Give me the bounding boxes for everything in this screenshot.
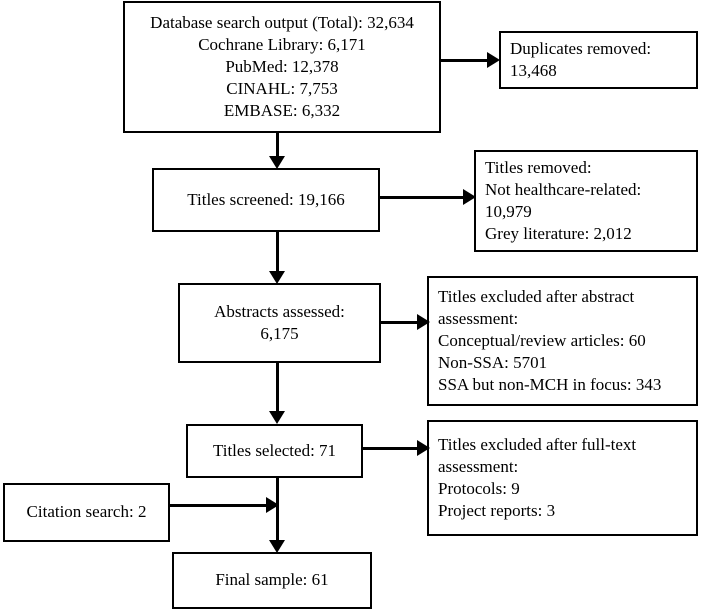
titles-screened-line-1: Titles screened: 19,166 xyxy=(187,189,345,209)
connector-search-to-duplicates xyxy=(441,59,491,62)
connector-citation-to-final xyxy=(170,504,278,507)
connector-abstracts-to-selected xyxy=(276,363,279,413)
node-titles-screened: Titles screened: 19,166 xyxy=(152,168,380,232)
node-database-search-output: Database search output (Total): 32,634 C… xyxy=(123,1,441,133)
arrowhead-abstracts-to-excluded xyxy=(417,314,430,330)
node-abstracts-assessed: Abstracts assessed: 6,175 xyxy=(178,283,381,363)
arrowhead-search-to-screened xyxy=(269,156,285,169)
node-titles-excluded-fulltext: Titles excluded after full-text assessme… xyxy=(427,420,698,536)
database-search-line-5: EMBASE: 6,332 xyxy=(223,101,341,121)
node-titles-removed: Titles removed: Not healthcare-related: … xyxy=(474,150,698,252)
arrowhead-search-to-duplicates xyxy=(487,52,500,68)
connector-screened-to-removed xyxy=(380,196,467,199)
duplicates-removed-line-2: 13,468 xyxy=(510,61,557,80)
abstracts-assessed-line-1: Abstracts assessed: xyxy=(214,301,345,321)
database-search-line-4: CINAHL: 7,753 xyxy=(226,79,338,99)
database-search-line-2: Cochrane Library: 6,171 xyxy=(198,34,366,54)
node-duplicates-removed: Duplicates removed: 13,468 xyxy=(499,31,698,89)
excluded-abstract-line-4: SSA but non-MCH in focus: 343 xyxy=(438,375,662,395)
excluded-fulltext-line-3: Project reports: 3 xyxy=(438,501,556,521)
abstracts-assessed-line-2: 6,175 xyxy=(260,324,299,343)
final-sample-line-1: Final sample: 61 xyxy=(215,570,329,590)
titles-selected-line-1: Titles selected: 71 xyxy=(212,440,337,460)
arrowhead-selected-to-excluded xyxy=(417,440,430,456)
excluded-fulltext-line-1: Titles excluded after full-text assessme… xyxy=(438,434,641,476)
node-titles-selected: Titles selected: 71 xyxy=(186,424,363,478)
excluded-fulltext-line-2: Protocols: 9 xyxy=(438,479,520,498)
connector-selected-to-excluded xyxy=(363,447,421,450)
excluded-abstract-line-1: Titles excluded after abstract assessmen… xyxy=(438,286,639,328)
connector-search-to-screened xyxy=(276,133,279,160)
titles-removed-line-1: Titles removed: xyxy=(485,157,592,177)
node-citation-search: Citation search: 2 xyxy=(3,483,170,542)
arrowhead-screened-to-abstracts xyxy=(269,271,285,284)
connector-screened-to-abstracts xyxy=(276,232,279,275)
titles-removed-line-3: Grey literature: 2,012 xyxy=(485,224,632,244)
excluded-abstract-line-2: Conceptual/review articles: 60 xyxy=(438,330,646,350)
arrowhead-abstracts-to-selected xyxy=(269,411,285,424)
titles-removed-line-2: Not healthcare-related: 10,979 xyxy=(485,179,646,221)
node-final-sample: Final sample: 61 xyxy=(172,552,372,609)
excluded-abstract-line-3: Non-SSA: 5701 xyxy=(438,353,548,373)
arrowhead-selected-to-final xyxy=(269,540,285,553)
node-titles-excluded-abstract: Titles excluded after abstract assessmen… xyxy=(427,276,698,406)
database-search-line-1: Database search output (Total): 32,634 xyxy=(150,12,414,32)
connector-abstracts-to-excluded xyxy=(381,321,421,324)
arrowhead-citation-to-final xyxy=(266,497,279,513)
arrowhead-screened-to-removed xyxy=(463,189,476,205)
citation-search-line-1: Citation search: 2 xyxy=(26,502,147,522)
duplicates-removed-line-1: Duplicates removed: xyxy=(510,38,652,58)
database-search-line-3: PubMed: 12,378 xyxy=(225,56,339,76)
